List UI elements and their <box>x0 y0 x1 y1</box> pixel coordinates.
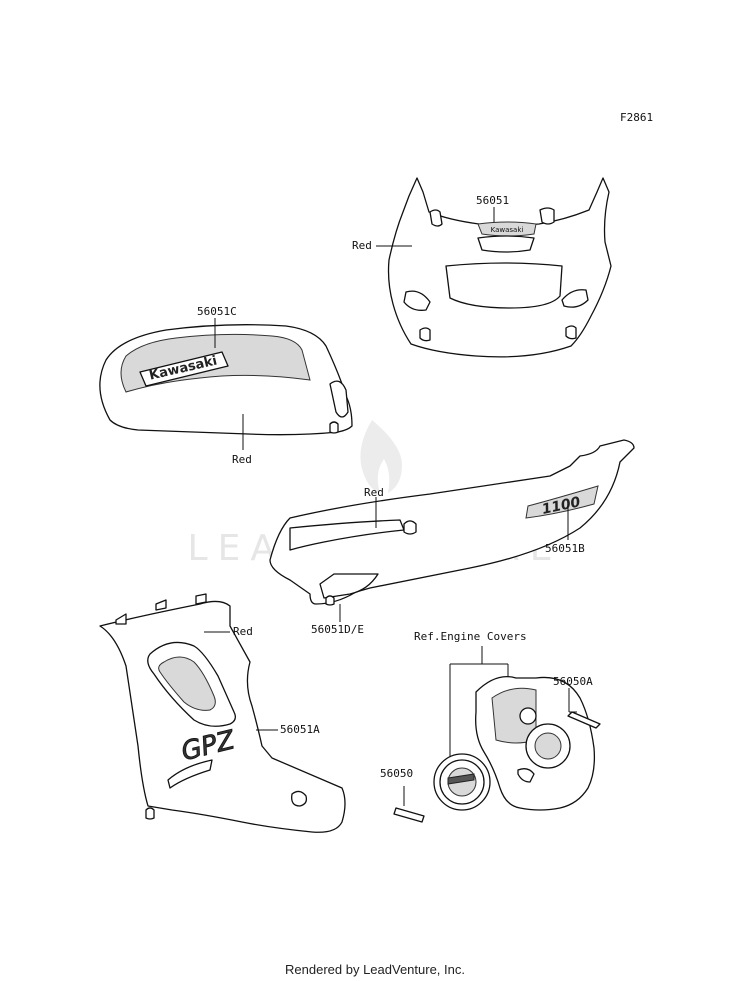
decal-56050 <box>393 807 425 823</box>
label-56050: 56050 <box>380 767 413 780</box>
label-56050A: 56050A <box>553 675 593 688</box>
watermark-flame-icon <box>360 420 402 493</box>
label-56051D-E: 56051D/E <box>311 623 364 636</box>
decal-56050A <box>567 711 601 729</box>
label-side-cover-red: Red <box>364 486 384 499</box>
label-56051C: 56051C <box>197 305 237 318</box>
label-56051: 56051 <box>476 194 509 207</box>
label-56051B: 56051B <box>545 542 585 555</box>
lower-cowl-drawing: GPZ <box>99 593 346 833</box>
tail-logo-text: 1100 <box>540 494 582 518</box>
label-lower-cowl-red: Red <box>233 625 253 638</box>
engine-cover-right-drawing <box>475 675 596 811</box>
upper-cowl-drawing: Kawasaki <box>387 177 612 358</box>
fuel-tank-drawing: Kawasaki <box>99 324 353 436</box>
label-56051A: 56051A <box>280 723 320 736</box>
side-cover-drawing: 1100 <box>269 439 635 606</box>
label-upper-cowl-red: Red <box>352 239 372 252</box>
label-tank-red: Red <box>232 453 252 466</box>
cowl-logo-text: Kawasaki <box>491 226 524 234</box>
footer-credit: Rendered by LeadVenture, Inc. <box>285 962 465 977</box>
figure-code: F2861 <box>620 111 653 124</box>
label-ref-engine-covers: Ref.Engine Covers <box>414 630 527 643</box>
engine-cover-left-drawing <box>433 753 491 811</box>
